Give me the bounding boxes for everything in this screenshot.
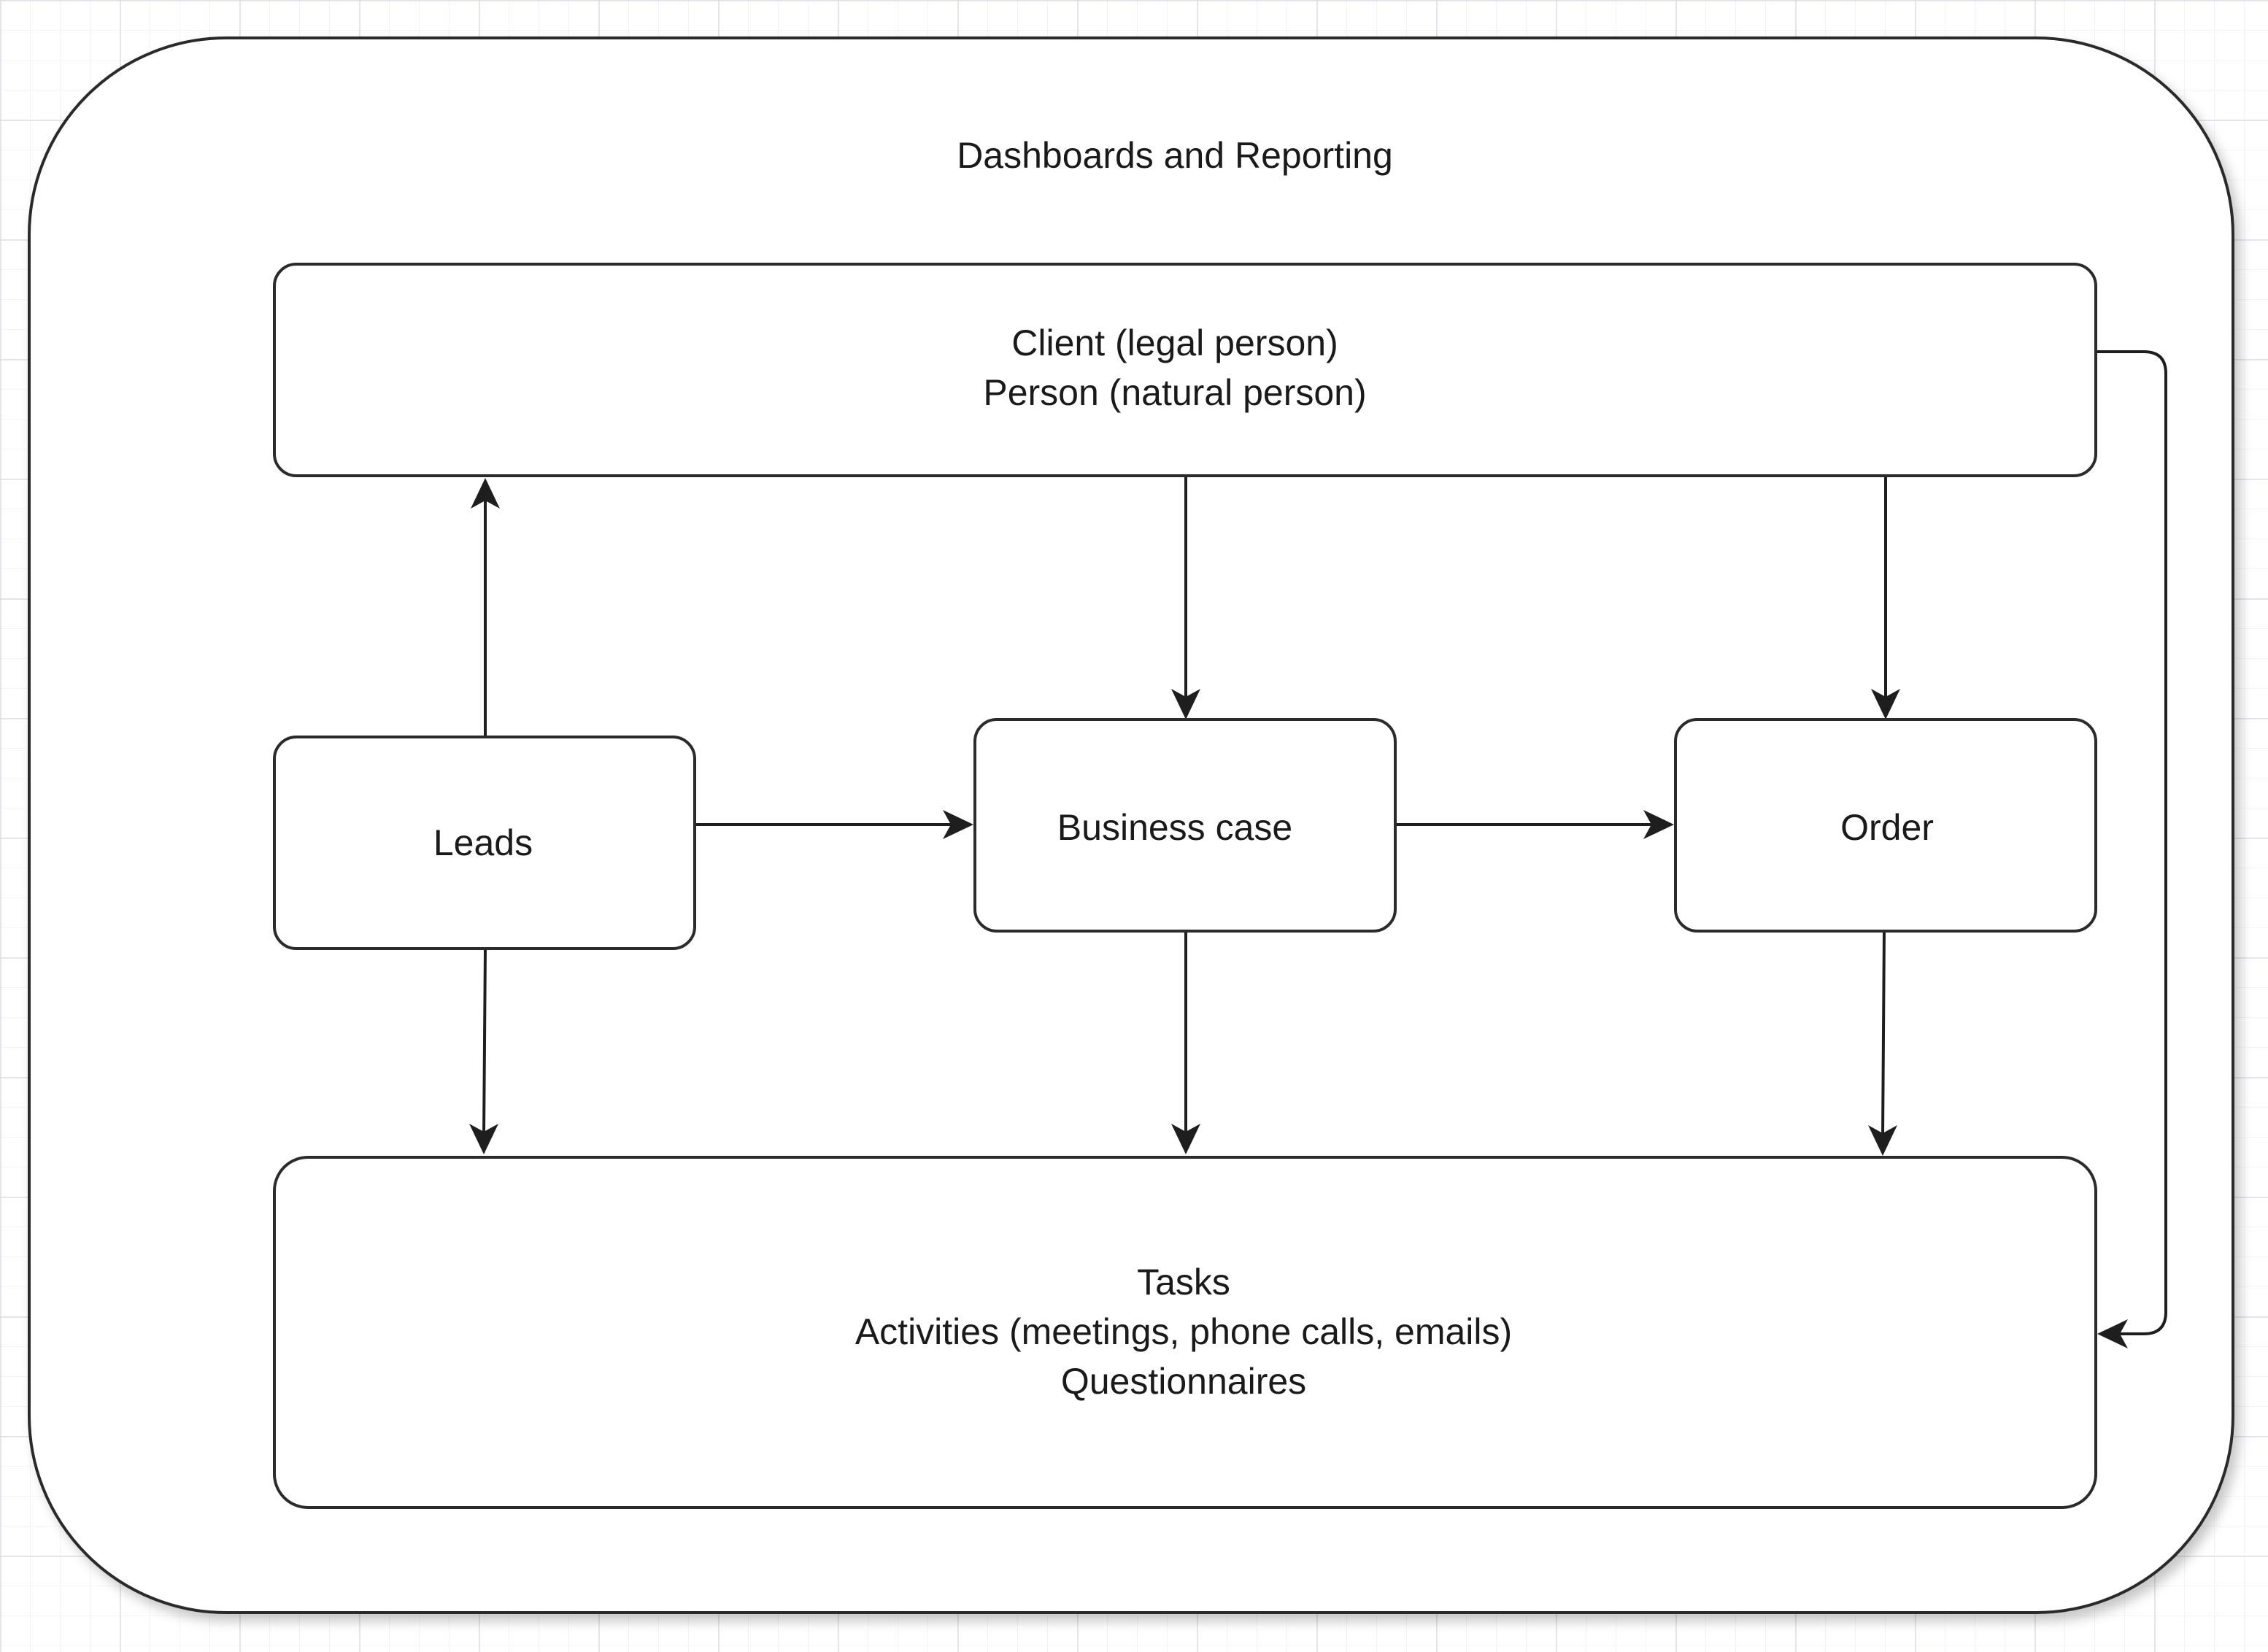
- edge-order-to-tasks[interactable]: [1881, 930, 1886, 1138]
- arrowhead-client-to-order: [1871, 689, 1900, 719]
- edge-leads-to-tasks[interactable]: [482, 948, 487, 1136]
- arrowhead-order-to-tasks: [1868, 1125, 1897, 1156]
- business-case-label: Business case: [1057, 807, 1292, 848]
- client-label-line-2: Person (natural person): [983, 372, 1366, 413]
- leads-box[interactable]: [273, 736, 696, 950]
- node-client[interactable]: Client (legal person) Person (natural pe…: [273, 263, 2097, 477]
- arrowhead-leads-to-client: [471, 478, 500, 509]
- client-label-line-1: Client (legal person): [1011, 323, 1338, 363]
- node-order[interactable]: Order: [1674, 718, 2097, 933]
- edge-client-to-tasks[interactable]: [2096, 350, 2167, 1335]
- arrowhead-business-case-to-order: [1643, 810, 1674, 839]
- container-title: Dashboards and Reporting: [957, 135, 1393, 176]
- arrowhead-client-to-tasks: [2097, 1319, 2128, 1348]
- arrowhead-leads-to-business-case: [943, 810, 973, 839]
- leads-label: Leads: [433, 822, 533, 863]
- order-label: Order: [1840, 807, 1934, 848]
- tasks-box[interactable]: [273, 1156, 2097, 1509]
- arrowhead-leads-to-tasks: [469, 1124, 498, 1154]
- order-box[interactable]: [1674, 718, 2097, 933]
- arrowhead-business-case-to-tasks: [1171, 1124, 1200, 1154]
- business-case-box[interactable]: [973, 718, 1397, 933]
- node-business-case[interactable]: Business case: [973, 718, 1397, 933]
- client-box[interactable]: [273, 263, 2097, 477]
- edges: [469, 350, 2167, 1348]
- node-leads[interactable]: Leads: [273, 736, 696, 950]
- tasks-label-line-3: Questionnaires: [1061, 1361, 1306, 1402]
- arrowhead-client-to-business-case: [1171, 689, 1200, 719]
- node-tasks[interactable]: Tasks Activities (meetings, phone calls,…: [273, 1156, 2097, 1509]
- tasks-label-line-2: Activities (meetings, phone calls, email…: [855, 1311, 1512, 1352]
- tasks-label-line-1: Tasks: [1137, 1262, 1230, 1302]
